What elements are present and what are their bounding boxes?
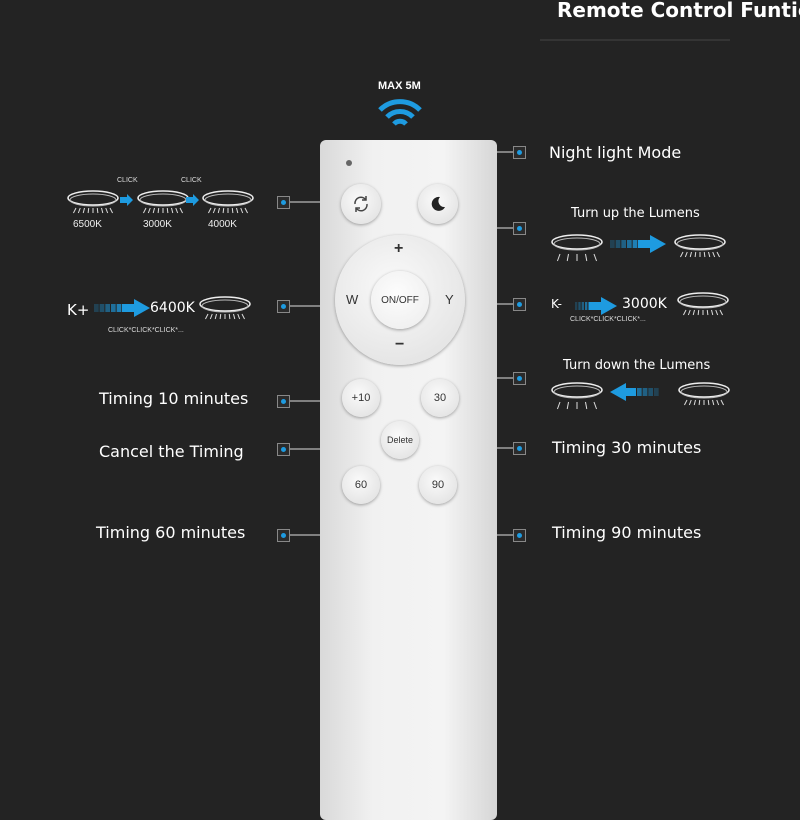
ceiling-light-icon bbox=[201, 188, 257, 223]
gradient-arrow-right-icon bbox=[610, 235, 666, 258]
timer-90-button[interactable]: 90 bbox=[419, 466, 457, 504]
marker-cycle bbox=[277, 196, 290, 209]
gradient-arrow-right-icon bbox=[575, 297, 617, 320]
warm-white-button[interactable]: W bbox=[346, 292, 359, 307]
timing-60-label: Timing 60 minutes bbox=[96, 523, 246, 542]
ceiling-light-icon bbox=[136, 188, 192, 223]
cancel-timing-label: Cancel the Timing bbox=[99, 442, 244, 461]
timer-60-button[interactable]: 60 bbox=[342, 466, 380, 504]
wifi-icon bbox=[378, 99, 422, 126]
brightness-down-button[interactable]: − bbox=[395, 336, 405, 353]
temp-3000k: 3000K bbox=[143, 219, 172, 230]
timer-30-button[interactable]: 30 bbox=[421, 379, 459, 417]
bright-ceiling-light-icon bbox=[673, 232, 729, 267]
range-label: MAX 5M bbox=[378, 80, 421, 92]
page-title: Remote Control Funtic bbox=[557, 0, 800, 22]
marker-kminus bbox=[513, 298, 526, 311]
marker-cancel bbox=[277, 443, 290, 456]
click-label: CLICK bbox=[181, 177, 202, 184]
dim-ceiling-light-icon bbox=[550, 232, 606, 267]
marker-down bbox=[513, 372, 526, 385]
kminus-label: K- bbox=[551, 297, 562, 311]
ceiling-light-icon bbox=[676, 290, 732, 325]
night-light-button[interactable] bbox=[418, 184, 458, 224]
cycle-icon bbox=[354, 196, 368, 212]
marker-timing60 bbox=[277, 529, 290, 542]
brightness-up-button[interactable]: + bbox=[394, 240, 404, 257]
temp-4000k: 4000K bbox=[208, 219, 237, 230]
arrow-right-icon bbox=[186, 193, 200, 211]
marker-timing90 bbox=[513, 529, 526, 542]
power-button[interactable]: ON/OFF bbox=[371, 271, 429, 329]
color-temp-cycle-button[interactable] bbox=[341, 184, 381, 224]
turn-down-label: Turn down the Lumens bbox=[563, 358, 711, 373]
ceiling-light-icon bbox=[66, 188, 122, 223]
night-light-label: Night light Mode bbox=[549, 143, 682, 162]
kplus-clicks: CLICK*CLICK*CLICK*... bbox=[108, 327, 184, 334]
marker-timing30 bbox=[513, 442, 526, 455]
ceiling-light-icon bbox=[198, 294, 254, 329]
kminus-value: 3000K bbox=[622, 296, 667, 312]
cool-white-button[interactable]: Y bbox=[445, 292, 454, 307]
marker-timing10 bbox=[277, 395, 290, 408]
marker-kplus bbox=[277, 300, 290, 313]
timer-10-button[interactable]: +10 bbox=[342, 379, 380, 417]
moon-icon bbox=[431, 196, 445, 211]
gradient-arrow-right-icon bbox=[94, 299, 150, 322]
marker-night bbox=[513, 146, 526, 159]
kplus-value: 6400K bbox=[150, 300, 195, 316]
timing-10-label: Timing 10 minutes bbox=[99, 389, 249, 408]
kminus-clicks: CLICK*CLICK*CLICK*... bbox=[570, 316, 646, 323]
dim-ceiling-light-icon bbox=[550, 380, 606, 415]
click-label: CLICK bbox=[117, 177, 138, 184]
kplus-label: K+ bbox=[67, 301, 90, 319]
bright-ceiling-light-icon bbox=[677, 380, 733, 415]
timing-30-label: Timing 30 minutes bbox=[552, 438, 702, 457]
gradient-arrow-left-icon bbox=[610, 383, 666, 406]
marker-up bbox=[513, 222, 526, 235]
delete-timer-button[interactable]: Delete bbox=[381, 421, 419, 459]
turn-up-label: Turn up the Lumens bbox=[571, 206, 700, 221]
arrow-right-icon bbox=[120, 193, 134, 211]
temp-6500k: 6500K bbox=[73, 219, 102, 230]
timing-90-label: Timing 90 minutes bbox=[552, 523, 702, 542]
indicator-led bbox=[346, 160, 352, 166]
